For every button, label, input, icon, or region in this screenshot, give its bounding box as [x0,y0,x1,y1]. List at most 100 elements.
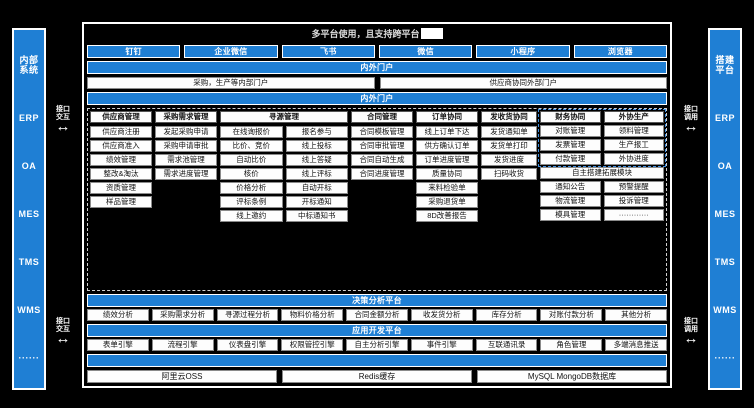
infra-oss[interactable]: 阿里云OSS [87,370,277,383]
app-platform-items: 表单引擎 流程引擎 仪表盘引擎 权限管控引擎 自主分析引擎 事件引擎 互联通讯录… [87,339,668,351]
item-outsourcing-0[interactable]: 领料管理 [603,125,664,137]
item-order-1[interactable]: 供方确认订单 [416,140,478,152]
item-contract-3[interactable]: 合同进度管理 [351,168,413,180]
item-ext-b-2[interactable]: ············ [603,209,664,221]
redaction-box [420,28,443,39]
group-supplier-management: 供应商管理 供应商注册 供应商准入 绩效管理 整改&淘汰 资质管理 样品管理 [90,111,152,208]
item-demand-3[interactable]: 需求进度管理 [155,168,217,180]
item-ext-a-1[interactable]: 物流管理 [540,195,601,207]
decision-item-7[interactable]: 对账付款分析 [540,309,603,321]
portal-internal[interactable]: 采购，生产等内部门户 [87,77,375,89]
item-contract-0[interactable]: 合同模板管理 [351,126,413,138]
item-ext-a-0[interactable]: 通知公告 [540,181,601,193]
group-shipping-collaboration: 发收货协同 发货通知单 发货单打印 发货进度 扫码收货 [481,111,537,180]
portal-band-title-2: 内外门户 [87,92,667,105]
item-supplier-5[interactable]: 样品管理 [90,196,152,208]
item-supplier-1[interactable]: 供应商准入 [90,140,152,152]
item-demand-0[interactable]: 发起采购申请 [155,126,217,138]
left-rail-item-2: OA [21,161,37,172]
app-item-8[interactable]: 多端消息推送 [605,339,668,351]
app-item-2[interactable]: 仪表盘引擎 [216,339,279,351]
item-contract-1[interactable]: 合同审批管理 [351,140,413,152]
item-contract-2[interactable]: 合同自动生成 [351,154,413,166]
platform-wecom[interactable]: 企业微信 [184,45,278,58]
page-title-text: 多平台使用，且支持跨平台 [311,29,420,39]
item-sourcing-b-2[interactable]: 线上答疑 [285,154,348,166]
item-sourcing-b-1[interactable]: 线上投标 [285,140,348,152]
item-finance-0[interactable]: 对账管理 [540,125,601,137]
decision-item-5[interactable]: 收发货分析 [410,309,473,321]
item-supplier-4[interactable]: 资质管理 [90,182,152,194]
platform-wechat[interactable]: 微信 [378,45,473,58]
item-order-6[interactable]: 8D改善报告 [416,210,478,222]
connector-left-top-label: 接口 交互 [56,106,70,121]
item-shipping-1[interactable]: 发货单打印 [481,140,537,152]
item-sourcing-b-5[interactable]: 开标通知 [285,196,348,208]
item-outsourcing-2[interactable]: 外协进度 [603,153,664,165]
decision-item-1[interactable]: 采购需求分析 [151,309,214,321]
app-item-5[interactable]: 事件引擎 [410,339,473,351]
item-sourcing-a-3[interactable]: 核价 [220,168,283,180]
right-rail-item-3: MES [714,208,736,219]
app-item-3[interactable]: 权限管控引擎 [281,339,344,351]
item-supplier-3[interactable]: 整改&淘汰 [90,168,152,180]
decision-item-2[interactable]: 寻源过程分析 [216,309,279,321]
decision-platform-items: 绩效分析 采购需求分析 寻源过程分析 物料价格分析 合同金额分析 收发货分析 库… [87,309,668,321]
app-item-7[interactable]: 角色管理 [540,339,603,351]
item-order-4[interactable]: 来料检验单 [416,182,478,194]
group-sourcing-management: 寻源管理 在线询报价 比价、竞价 自动比价 核价 价格分析 评标条例 线上邀约 … [220,111,348,222]
app-item-6[interactable]: 互联通讯录 [475,339,538,351]
item-sourcing-b-0[interactable]: 报名参与 [285,126,348,138]
item-sourcing-a-6[interactable]: 线上邀约 [220,210,283,222]
item-sourcing-a-1[interactable]: 比价、竞价 [220,140,283,152]
platform-miniprogram[interactable]: 小程序 [476,45,570,58]
portal-external[interactable]: 供应商协同外部门户 [379,77,667,89]
decision-item-4[interactable]: 合同金额分析 [346,309,408,321]
platform-feishu[interactable]: 飞书 [281,45,375,58]
item-sourcing-b-3[interactable]: 线上评标 [285,168,348,180]
item-sourcing-a-0[interactable]: 在线询报价 [220,126,283,138]
group-finance-outsourcing: 财务协同 对账管理 发票管理 付款管理 外协生产 领料管理 生产报工 外协进度 … [538,109,666,221]
app-item-4[interactable]: 自主分析引擎 [346,339,408,351]
item-outsourcing-1[interactable]: 生产报工 [603,139,664,151]
item-shipping-2[interactable]: 发货进度 [481,154,537,166]
item-supplier-0[interactable]: 供应商注册 [90,126,152,138]
item-order-3[interactable]: 质量协同 [416,168,478,180]
decision-item-0[interactable]: 绩效分析 [87,309,149,321]
item-order-5[interactable]: 采购退货单 [416,196,478,208]
item-sourcing-b-6[interactable]: 中标通知书 [285,210,348,222]
connector-left-top: 接口 交互 ↔ [48,106,78,134]
item-sourcing-a-2[interactable]: 自动比价 [220,154,283,166]
item-demand-1[interactable]: 采购申请审批 [155,140,217,152]
right-rail-item-5: WMS [713,304,737,315]
decision-item-8[interactable]: 其他分析 [605,309,668,321]
group-header-demand: 采购需求管理 [155,111,217,123]
item-finance-2[interactable]: 付款管理 [540,153,601,165]
item-shipping-3[interactable]: 扫码收货 [481,168,537,180]
portal-band-title: 内外门户 [87,61,667,74]
decision-item-3[interactable]: 物料价格分析 [281,309,344,321]
self-build-extension-module[interactable]: 自主搭建拓展模块 [540,167,664,179]
infra-database[interactable]: MySQL MongoDB数据库 [477,370,667,383]
decision-item-6[interactable]: 库存分析 [475,309,538,321]
item-sourcing-b-4[interactable]: 自动开标 [285,182,348,194]
item-ext-a-2[interactable]: 模具管理 [540,209,601,221]
app-item-1[interactable]: 流程引擎 [151,339,214,351]
connector-left-bottom-label: 接口 交互 [56,318,70,333]
item-ext-b-1[interactable]: 投诉管理 [603,195,664,207]
platform-dingtalk[interactable]: 钉钉 [87,45,181,58]
app-item-0[interactable]: 表单引擎 [87,339,149,351]
item-sourcing-a-5[interactable]: 评标条例 [220,196,283,208]
item-supplier-2[interactable]: 绩效管理 [90,154,152,166]
item-order-2[interactable]: 订单进度管理 [416,154,478,166]
item-shipping-0[interactable]: 发货通知单 [481,126,537,138]
item-demand-2[interactable]: 需求池管理 [155,154,217,166]
platform-browser[interactable]: 浏览器 [573,45,667,58]
item-order-0[interactable]: 线上订单下达 [416,126,478,138]
extension-col-b: 预警提醒 投诉管理 ············ [603,181,664,221]
infra-redis[interactable]: Redis缓存 [282,370,472,383]
item-sourcing-a-4[interactable]: 价格分析 [220,182,283,194]
item-ext-b-0[interactable]: 预警提醒 [603,181,664,193]
item-finance-1[interactable]: 发票管理 [540,139,601,151]
group-header-contract: 合同管理 [351,111,413,123]
